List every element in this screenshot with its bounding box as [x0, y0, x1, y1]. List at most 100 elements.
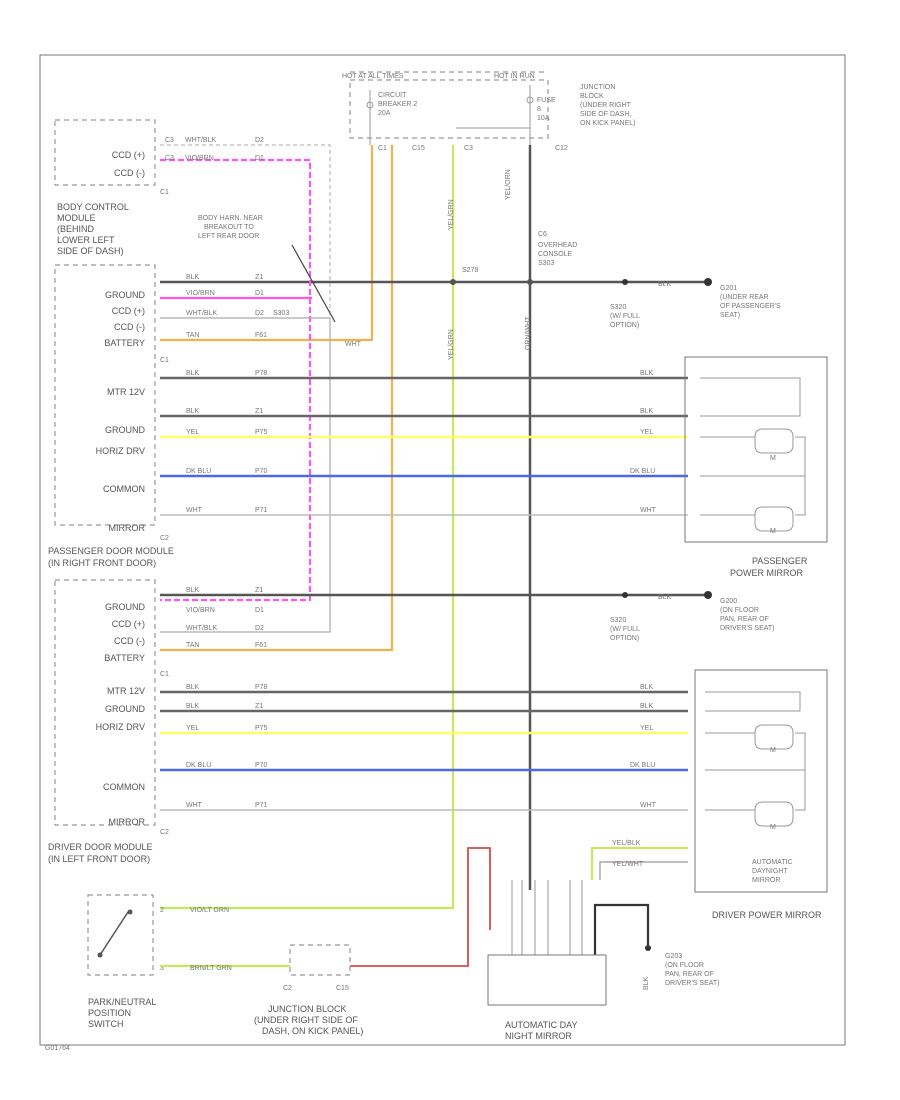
jb-c2: C2: [283, 985, 292, 992]
ddm-b-circ-5: P71: [255, 802, 268, 809]
pdm-b-circ-1: P78: [255, 370, 268, 377]
ddm-c2: C2: [160, 829, 169, 836]
yel-grn-label-1: YEL/GRN: [448, 199, 455, 230]
jb-top-line-1: JUNCTION: [580, 84, 615, 91]
ddm-b-wire-3: YEL: [186, 725, 199, 732]
pdm-common: COMMON: [103, 484, 145, 494]
g201-line-1: G201: [720, 285, 737, 292]
vio-brn-wire: [160, 158, 312, 602]
yel-blk-wire: [591, 847, 688, 880]
ddm-b-wire-2: BLK: [186, 703, 200, 710]
g201-line-4: SEAT): [720, 312, 740, 319]
bcm-wire-b: VIO/BRN: [185, 155, 214, 162]
driver-power-mirror: M M AUTOMATIC DAYNIGHT MIRROR DRIVER POW…: [694, 669, 828, 920]
g201-line-3: OF PASSENGER'S: [720, 303, 781, 310]
splice-note-2: BREAKOUT TO: [204, 224, 254, 231]
ground-wire-adm: [593, 903, 650, 955]
pm-motor-2: M: [770, 528, 776, 535]
park-neutral-switch: 2 3 PARK/NEUTRAL POSITION SWITCH: [87, 894, 164, 1029]
ddm-wire-blk: BLK: [186, 587, 200, 594]
g203-line-1: G203: [665, 953, 682, 960]
bcm-label-5: SIDE OF DASH): [57, 246, 124, 256]
ddm-r-2: BLK: [640, 703, 654, 710]
bcm-label-2: MODULE: [57, 213, 96, 223]
jb-top-line-4: SIDE OF DASH,: [580, 111, 631, 118]
pdm-b-wire-5: WHT: [186, 507, 203, 514]
pdm-circ-z1: Z1: [255, 274, 263, 281]
pdm-r-1: BLK: [640, 370, 654, 377]
s320-b-1: S320: [610, 617, 626, 624]
dm-motor-1: M: [770, 747, 776, 754]
bcm-connector: C1: [160, 189, 169, 196]
tan-wire-driver: [160, 145, 394, 652]
pdm-b-circ-5: P71: [255, 507, 268, 514]
red-wire: [350, 847, 491, 967]
overhead-line-2: CONSOLE: [538, 251, 573, 258]
g200-line-2: (ON FLOOR: [720, 607, 759, 614]
pdm-r-3: YEL: [640, 429, 653, 436]
yel-orn-label: YEL/ORN: [505, 169, 512, 200]
yel-grn-wire: [160, 145, 455, 910]
pdm-b-wire-1: BLK: [186, 370, 200, 377]
bcm-pin-b: C3: [165, 155, 174, 162]
pdm-horiz: HORIZ DRV: [96, 446, 145, 456]
pn-switch-outline: [87, 894, 154, 976]
s278-label: S278: [462, 267, 478, 274]
ddm-b-circ-3: P75: [255, 725, 268, 732]
bcm-outline: [54, 119, 156, 186]
yel-grn-label-2: YEL/GRN: [448, 329, 455, 360]
ddm-ground-2: GROUND: [105, 704, 145, 714]
bcm-circuit-b: D1: [255, 155, 264, 162]
yel-wht-label: YEL/WHT: [612, 861, 644, 868]
pdm-b-wire-4: DK BLU: [186, 468, 211, 475]
g203-line-2: (ON FLOOR: [665, 962, 704, 969]
passenger-power-mirror: M M PASSENGER POWER MIRROR: [684, 356, 828, 578]
jb-top-line-2: BLOCK: [580, 93, 604, 100]
pn-label-2: POSITION: [88, 1008, 131, 1018]
fuse-label: FUSE: [537, 97, 556, 104]
pdm-r-4: DK BLU: [630, 468, 655, 475]
pdm-b-circ-4: P70: [255, 468, 268, 475]
jb-pin-2: C15: [412, 145, 425, 152]
overhead-line-1: OVERHEAD: [538, 242, 577, 249]
ddm-title: DRIVER DOOR MODULE: [48, 842, 153, 852]
bcm-label-3: (BEHIND: [57, 224, 95, 234]
ddm-r-1: BLK: [640, 684, 654, 691]
jb-pin-4: C12: [555, 145, 568, 152]
s320-b-2: (W/ FULL: [610, 626, 640, 633]
ddm-ccd-plus: CCD (+): [112, 619, 145, 629]
hot-at-all-times-label: HOT AT ALL TIMES: [342, 73, 404, 80]
g201-line-2: (UNDER REAR: [720, 294, 769, 301]
pdm-ccd-plus: CCD (+): [112, 306, 145, 316]
s320-top-2: (W/ FULL: [610, 313, 640, 320]
pdm-c2: C2: [160, 535, 169, 542]
s320-top-1: S320: [610, 304, 626, 311]
brn-ltgrn-label: BRN/LT GRN: [190, 965, 232, 972]
adm-label-1: AUTOMATIC DAY: [505, 1020, 578, 1030]
pm-motor-1: M: [770, 455, 776, 462]
blk-label-top: BLK: [658, 281, 672, 288]
pn-label-1: PARK/NEUTRAL: [88, 997, 156, 1007]
ddm-b-circ-1: P78: [255, 684, 268, 691]
adm-outline: [487, 954, 607, 1006]
circuit-breaker-label-2: BREAKER 2: [378, 101, 417, 108]
top-junction-block: HOT AT ALL TIMES HOT IN RUN CIRCUIT BREA…: [342, 71, 636, 152]
pdm-outline: [54, 264, 156, 526]
fuse-amps: 10A: [537, 115, 550, 122]
ddm-b-circ-4: P70: [255, 762, 268, 769]
pdm-mtr12v: MTR 12V: [107, 387, 145, 397]
driver-mirror-label: DRIVER POWER MIRROR: [712, 910, 822, 920]
g203-line-3: PAN, REAR OF: [665, 971, 714, 978]
pdm-mirror: MIRROR: [109, 523, 146, 533]
ddm-b-wire-4: DK BLU: [186, 762, 211, 769]
footer-code: G01764: [45, 1045, 70, 1052]
dm-motor-2: M: [770, 824, 776, 831]
circuit-breaker-amps: 20A: [378, 110, 391, 117]
ddm-common: COMMON: [103, 782, 145, 792]
g200-line-1: G200: [720, 598, 737, 605]
ddm-b-circ-2: Z1: [255, 703, 263, 710]
splice-note-1: BODY HARN. NEAR: [198, 215, 263, 222]
ddm-circ-f61: F61: [255, 642, 267, 649]
pdm-subtitle: (IN RIGHT FRONT DOOR): [48, 558, 156, 568]
